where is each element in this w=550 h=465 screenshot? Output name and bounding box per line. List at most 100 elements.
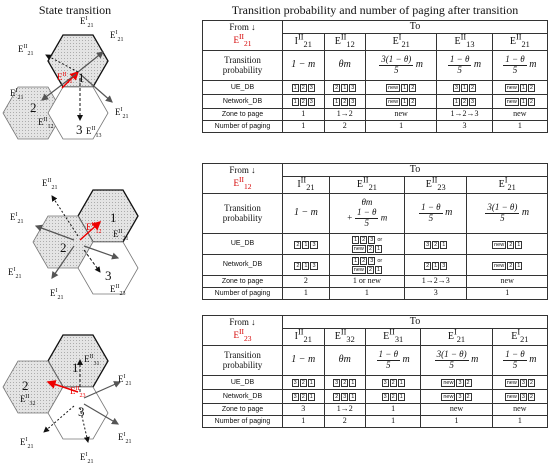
db-cell: 3 xyxy=(381,393,389,402)
svg-text:EII21: EII21 xyxy=(42,178,58,191)
svg-text:EI21: EI21 xyxy=(80,452,94,465)
column-state: EII21 xyxy=(491,32,549,52)
svg-text:1: 1 xyxy=(72,360,79,375)
db-cell: 1 xyxy=(519,98,527,107)
svg-text:EI21: EI21 xyxy=(118,432,132,445)
probability-cell: 3(1 − θ)5 m xyxy=(420,345,493,377)
paging-count-cell: 1 xyxy=(364,415,422,429)
column-state: III21 xyxy=(282,327,325,347)
db-cell: 2 xyxy=(360,257,368,266)
network-db-label: Network_DB xyxy=(202,94,283,110)
to-state: EI21 xyxy=(511,328,529,345)
diagram-3-arrows xyxy=(43,359,122,443)
svg-text:EI21: EI21 xyxy=(10,212,24,225)
db-cell: 3 xyxy=(349,84,357,93)
paging-count-cell: 2 xyxy=(323,120,366,134)
to-state: EI21 xyxy=(447,328,466,345)
db-cell: 3 xyxy=(291,393,299,402)
svg-text:2: 2 xyxy=(30,100,37,115)
paging-count-cell: 1 xyxy=(420,415,493,429)
to-state: III21 xyxy=(297,176,315,193)
db-cell: new xyxy=(492,240,507,249)
db-cell: 2 xyxy=(341,379,349,388)
column-state: EII23 xyxy=(403,175,468,195)
to-state: EII32 xyxy=(334,328,355,345)
db-cell: 3 xyxy=(440,261,448,270)
zone-cell: 1→2 xyxy=(323,108,366,122)
svg-text:1: 1 xyxy=(110,210,117,225)
zone-cell: 2 xyxy=(282,275,330,289)
db-cell: 1 xyxy=(374,245,383,254)
probability-cell: 1 − m xyxy=(282,193,330,235)
db-cell: new xyxy=(441,393,456,402)
probability-cell: θm xyxy=(323,50,366,82)
db-cell: 1 xyxy=(374,266,383,275)
db-cell: 3 xyxy=(349,98,357,107)
db-cell: 1 xyxy=(397,379,405,388)
column-state: EI21 xyxy=(491,327,549,347)
db-cell: 2 xyxy=(299,393,307,402)
db-cell: 2 xyxy=(294,240,302,249)
db-cell: 3 xyxy=(307,84,315,93)
db-cell: new xyxy=(386,84,401,93)
svg-text:3: 3 xyxy=(78,404,85,419)
db-cell: 1 xyxy=(432,261,440,270)
column-state: EII13 xyxy=(436,32,493,52)
db-cell: 1 xyxy=(460,84,469,93)
paging-count-cell: 3 xyxy=(403,287,468,301)
db-cell: 3 xyxy=(333,379,341,388)
ue-db-label: UE_DB xyxy=(202,375,283,391)
db-cell: 1 xyxy=(302,240,310,249)
db-cell: 2 xyxy=(299,84,307,93)
svg-text:EI21: EI21 xyxy=(118,374,132,387)
db-cell: 2 xyxy=(341,98,349,107)
paging-count-cell: 1 xyxy=(364,120,438,134)
svg-text:2: 2 xyxy=(60,240,67,255)
probability-value: θm xyxy=(338,354,351,366)
db-cell: new xyxy=(492,261,507,270)
from-cell: From ↓EII12 xyxy=(202,162,283,195)
db-cell: 2 xyxy=(469,84,477,93)
to-state: III21 xyxy=(294,328,312,345)
db-cell: 1 xyxy=(352,257,360,266)
probability-value: 1 − m xyxy=(291,59,316,71)
zone-cell: 1→2→3 xyxy=(403,275,468,289)
zone-cell: 1→2 xyxy=(323,403,366,417)
db-cell: 1 xyxy=(307,393,315,402)
diagram-3-cells xyxy=(2,334,109,440)
zone-cell: new xyxy=(420,403,493,417)
from-state: EII12 xyxy=(233,174,252,191)
db-cell: 2 xyxy=(464,379,472,388)
column-state: EI21 xyxy=(364,32,438,52)
db-cell: 2 xyxy=(464,393,472,402)
probability-value: 3(1 − θ)5 m xyxy=(434,349,479,371)
